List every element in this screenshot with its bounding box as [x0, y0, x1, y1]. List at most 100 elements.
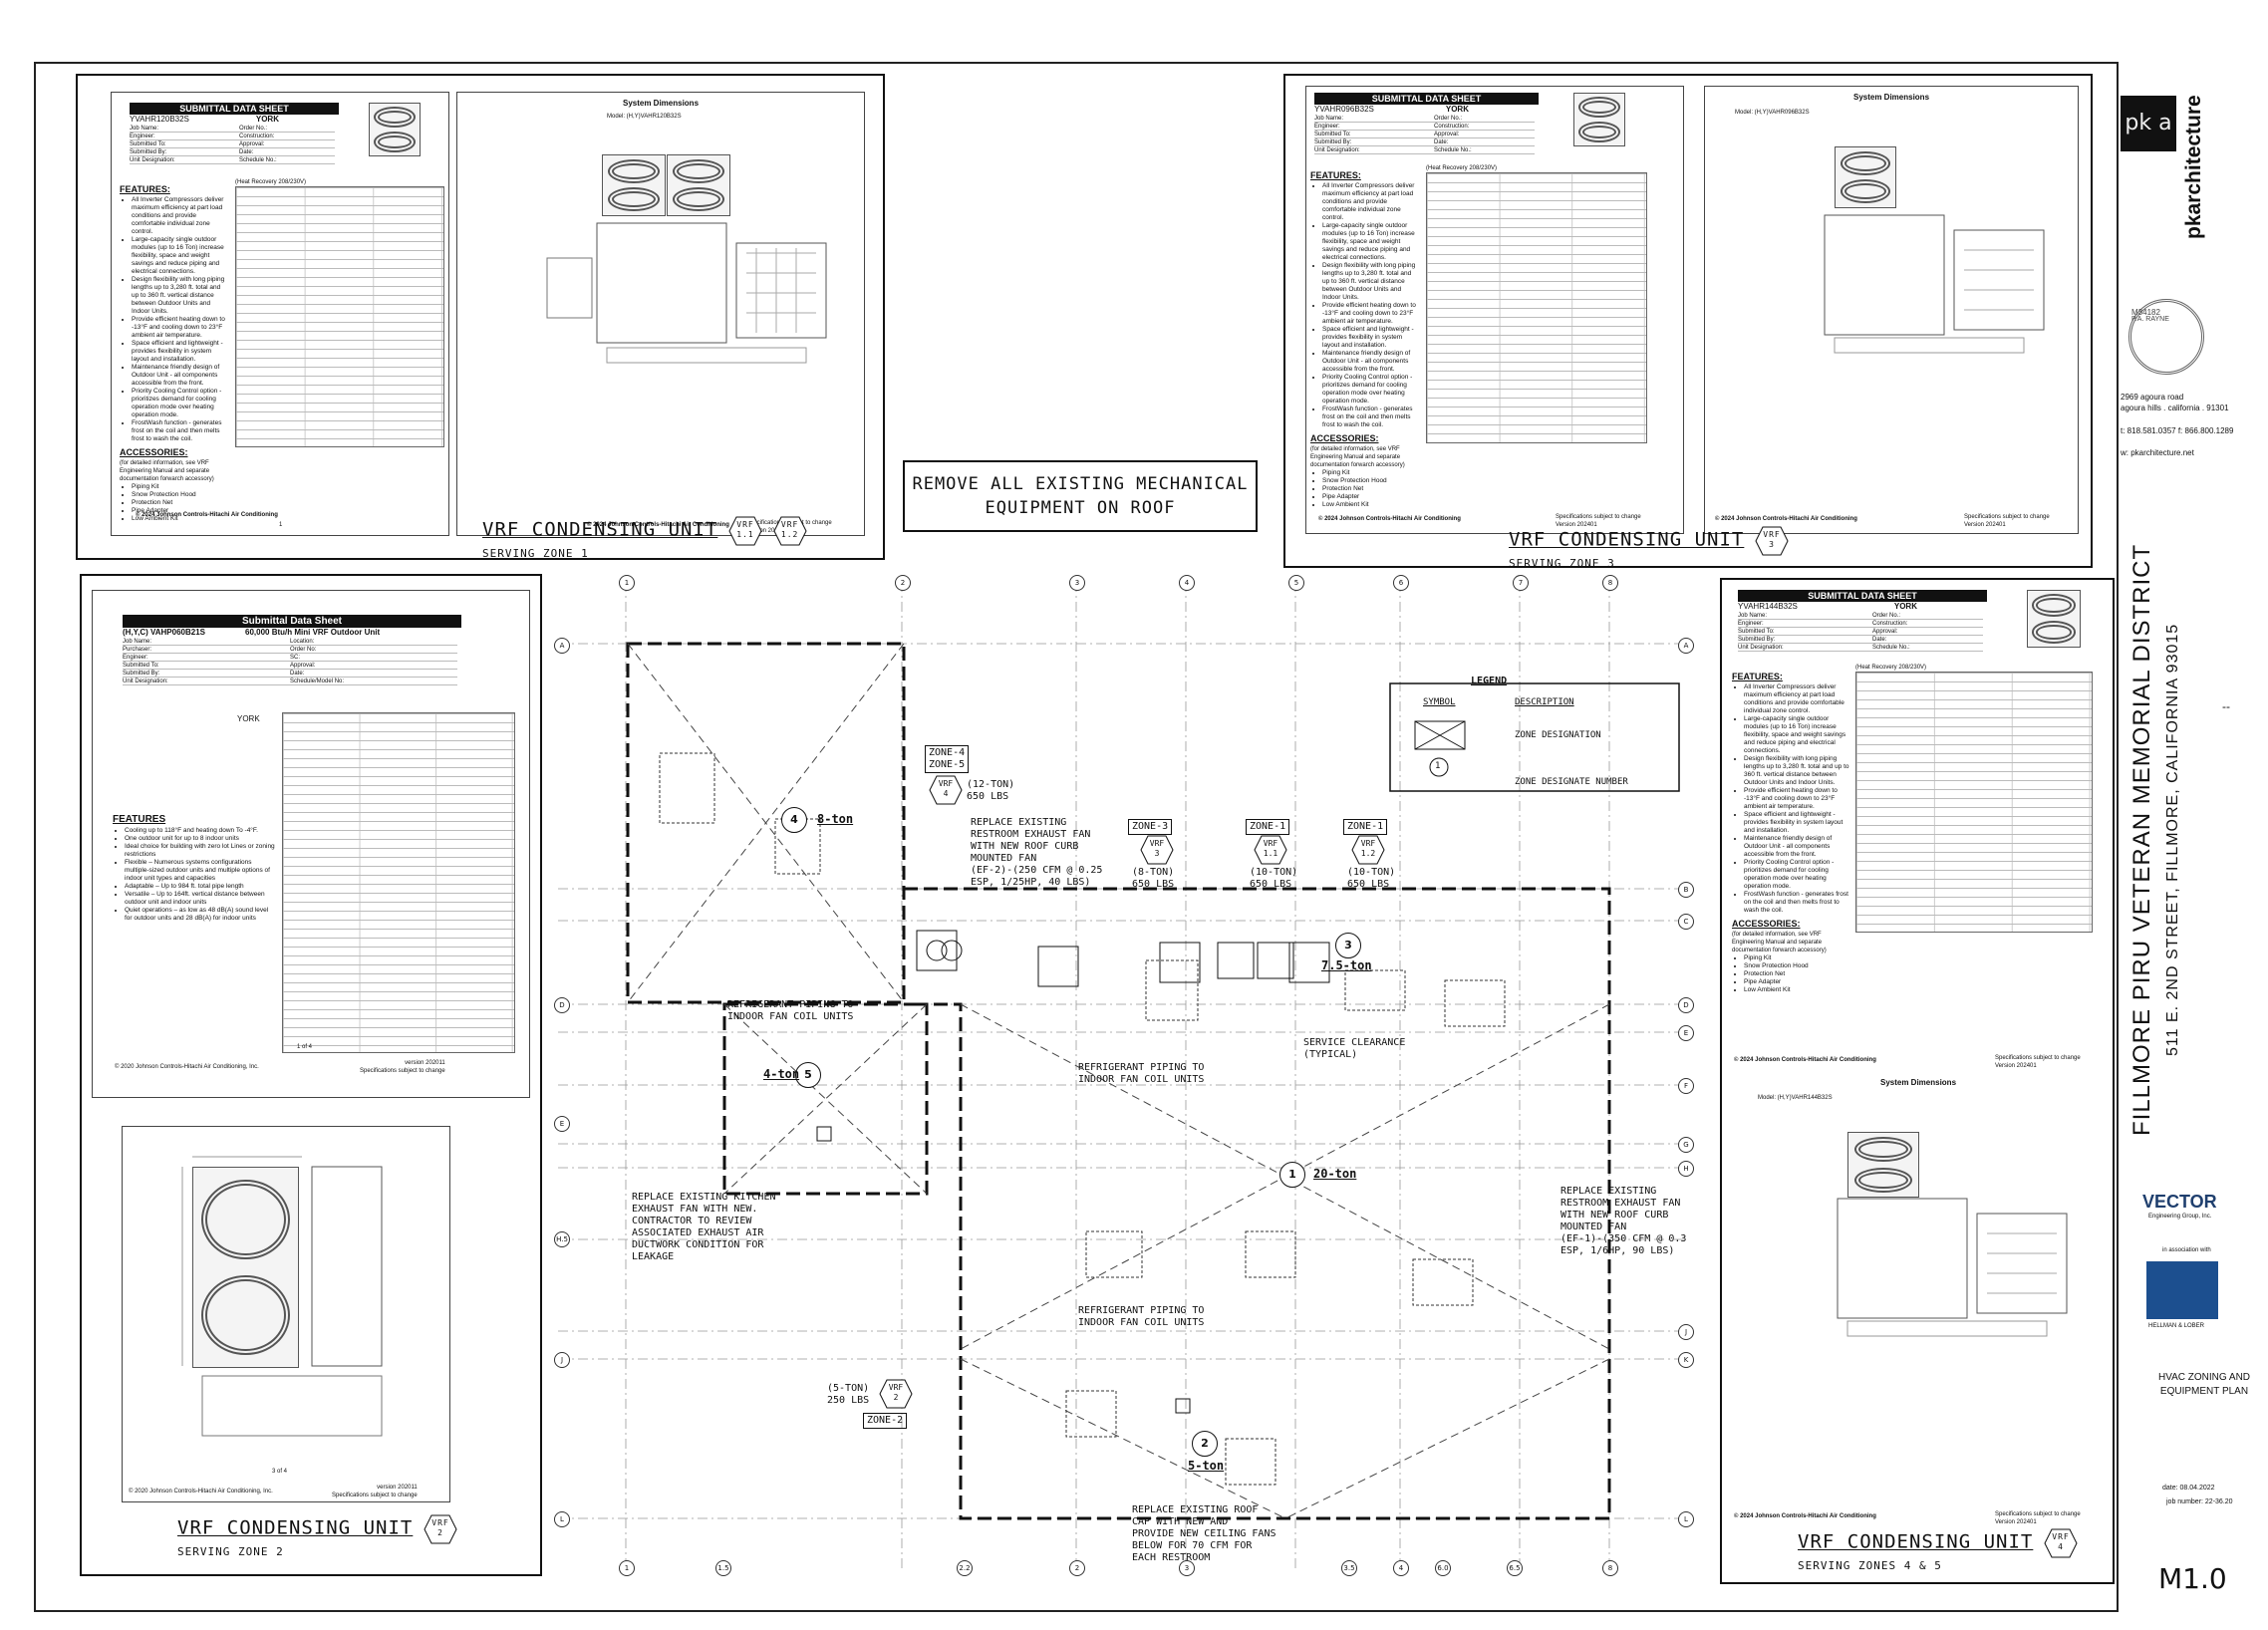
- unit-vrf-tag: VRF 4: [929, 775, 963, 805]
- grid-bubble-row: L: [1678, 1511, 1694, 1527]
- grid-bubble-row: E: [1678, 1025, 1694, 1041]
- grid-bubble-col: 6.0: [1435, 1560, 1451, 1576]
- legend-title: LEGEND: [1471, 676, 1508, 686]
- note-kitchen-exhaust-fan: REPLACE EXISTING KITCHEN EXHAUST FAN WIT…: [632, 1192, 776, 1262]
- unit-front-view: [1835, 146, 1896, 208]
- sds-panel-vrf-2: Submittal Data Sheet (H,Y,C) VAHP060B21S…: [80, 574, 542, 1576]
- grid-bubble-row: C: [1678, 914, 1694, 930]
- caption-vrf-4: VRF CONDENSING UNIT VRF 4 SERVING ZONES …: [1798, 1528, 2078, 1572]
- features-list: FEATURES: All Inverter Compressors deliv…: [1310, 166, 1418, 509]
- unit-front-view: [192, 1167, 299, 1368]
- note-refrigerant-piping: REFRIGERANT PIPING TO INDOOR FAN COIL UN…: [1078, 1062, 1205, 1085]
- dimension-drawings: [546, 222, 827, 364]
- project-address-vertical: 511 E. 2ND STREET, FILLMORE, CALIFORNIA …: [2164, 623, 2181, 1056]
- legend-symbol-header: SYMBOL: [1423, 697, 1456, 707]
- note-replace-restroom-fan-ef2: REPLACE EXISTING RESTROOM EXHAUST FAN WI…: [971, 817, 1103, 888]
- features-list: FEATURES Cooling up to 118°F and heating…: [113, 810, 276, 923]
- caption-vrf-1: VRF CONDENSING UNIT VRF 1.1 VRF 1.2 SERV…: [482, 516, 807, 558]
- dimension-drawings: [1837, 1198, 2068, 1337]
- spec-table: [1855, 672, 2093, 933]
- unit-capacity: (10-TON) 650 LBS: [1347, 867, 1396, 890]
- grid-bubble-col: 3: [1179, 1560, 1195, 1576]
- sds-header: SUBMITTAL DATA SHEET YVAHR120B32S YORK Jo…: [130, 103, 339, 164]
- unit-front-view: [602, 154, 666, 216]
- zone-tons-1: 20-ton: [1313, 1167, 1357, 1181]
- sds-model: YVAHR120B32S: [130, 115, 189, 124]
- legend-zone-number: ZONE DESIGNATE NUMBER: [1515, 777, 1628, 787]
- legend-zone-number-symbol: 1: [1435, 761, 1441, 771]
- grid-bubble-col: 3: [1069, 575, 1085, 591]
- vrf-tag-1-1: VRF 1.1: [728, 516, 762, 546]
- firm-logo-mark: pk a: [2121, 96, 2176, 151]
- sds-sheet-2: Submittal Data Sheet (H,Y,C) VAHP060B21S…: [92, 590, 530, 1098]
- firm-website: w: pkarchitecture.net: [2121, 448, 2194, 457]
- grid-bubble-col: 1.5: [715, 1560, 731, 1576]
- legend-zone-designation: ZONE DESIGNATION: [1515, 730, 1601, 740]
- note-service-clearance: SERVICE CLEARANCE (TYPICAL): [1303, 1037, 1406, 1060]
- spec-table: [282, 712, 515, 1053]
- zone-tons-4: 8-ton: [817, 812, 854, 826]
- unit-vrf-tag: VRF 1.2: [1351, 835, 1385, 865]
- zone-bubble-5: 5: [795, 1062, 821, 1088]
- grid-bubble-col: 2: [1069, 1560, 1085, 1576]
- zone-bubble-4: 4: [781, 807, 807, 833]
- sds-sheet-1: SUBMITTAL DATA SHEET YVAHR120B32S YORK Jo…: [111, 92, 449, 536]
- spec-table: [1426, 172, 1647, 443]
- grid-bubble-col: 8: [1602, 1560, 1618, 1576]
- unit-zone-tag: ZONE-1: [1246, 819, 1290, 835]
- grid-bubble-col: 3.5: [1341, 1560, 1357, 1576]
- outdoor-unit-photo: [369, 103, 421, 156]
- unit-zone-tag: ZONE-1: [1343, 819, 1388, 835]
- note-refrigerant-piping: REFRIGERANT PIPING TO INDOOR FAN COIL UN…: [727, 999, 854, 1022]
- sds-page: 1: [279, 522, 283, 528]
- zone-bubble-1: 1: [1279, 1162, 1305, 1188]
- firm-phone: t: 818.581.0357 f: 866.800.1289: [2121, 426, 2234, 435]
- job-number: job number: 22-36.20: [2166, 1498, 2233, 1505]
- sheet-title: HVAC ZONING AND EQUIPMENT PLAN: [2157, 1372, 2251, 1397]
- unit-capacity: (12-TON) 650 LBS: [967, 779, 1015, 802]
- consultant-logo: VECTOR: [2142, 1192, 2217, 1212]
- note-refrigerant-piping: REFRIGERANT PIPING TO INDOOR FAN COIL UN…: [1078, 1305, 1205, 1328]
- sds-fields: Job Name:Order No.: Engineer:Constructio…: [130, 125, 339, 164]
- grid-bubble-row: D: [1678, 997, 1694, 1013]
- zone-bubble-3: 3: [1335, 933, 1361, 958]
- unit-front-view: [1847, 1132, 1919, 1198]
- project-name-vertical: FILLMORE PIRU VETERAN MEMORIAL DISTRICT: [2128, 543, 2155, 1136]
- grid-bubble-row: L: [554, 1511, 570, 1527]
- system-dimensions-3: System Dimensions Model: (H,Y)VAHR096B32…: [1704, 86, 2079, 534]
- vrf-tag-1-2: VRF 1.2: [773, 516, 807, 546]
- note-replace-roof-cap: REPLACE EXISTING ROOF CAP WITH NEW AND P…: [1132, 1504, 1276, 1563]
- unit-zone-tag: ZONE-2: [863, 1413, 908, 1429]
- sds-title: SUBMITTAL DATA SHEET: [130, 103, 339, 115]
- hl-logo: [2146, 1261, 2218, 1319]
- sds-brand: YORK: [255, 115, 279, 124]
- firm-name-vertical: pkarchitecture: [2182, 95, 2205, 239]
- vrf-tag-2: VRF 2: [424, 1514, 457, 1544]
- unit-vrf-tag: VRF 1.1: [1254, 835, 1287, 865]
- sds-header: Submittal Data Sheet (H,Y,C) VAHP060B21S…: [123, 615, 461, 685]
- dash-mark: --: [2222, 699, 2230, 713]
- remove-equipment-note: REMOVE ALL EXISTING MECHANICAL EQUIPMENT…: [903, 460, 1258, 532]
- grid-bubble-col: 6: [1393, 575, 1409, 591]
- caption-vrf-2: VRF CONDENSING UNIT VRF 2 SERVING ZONE 2: [177, 1514, 457, 1558]
- grid-bubble-row: J: [554, 1352, 570, 1368]
- grid-bubble-row: B: [1678, 882, 1694, 898]
- note-replace-restroom-fan-ef1: REPLACE EXISTING RESTROOM EXHAUST FAN WI…: [1560, 1186, 1687, 1256]
- outdoor-unit-photo: [2027, 590, 2081, 648]
- grid-bubble-col: 6.5: [1507, 1560, 1523, 1576]
- firm-address-2: agoura hills . california . 91301: [2121, 404, 2229, 412]
- roof-plan: [558, 582, 1684, 1568]
- grid-bubble-row: A: [554, 638, 570, 654]
- outdoor-unit-photo: [1573, 93, 1625, 146]
- zone-tons-3: 7.5-ton: [1321, 958, 1372, 972]
- firm-address-1: 2969 agoura road: [2121, 393, 2184, 402]
- drawing-border: [34, 62, 2119, 1612]
- features-list: FEATURES: All Inverter Compressors deliv…: [1732, 668, 1849, 994]
- features-list: FEATURES: All Inverter Compressors deliv…: [120, 180, 229, 523]
- vrf-tag-4: VRF 4: [2044, 1528, 2078, 1558]
- association-label: in association with: [2162, 1247, 2211, 1253]
- unit-vrf-tag: VRF 3: [1140, 835, 1174, 865]
